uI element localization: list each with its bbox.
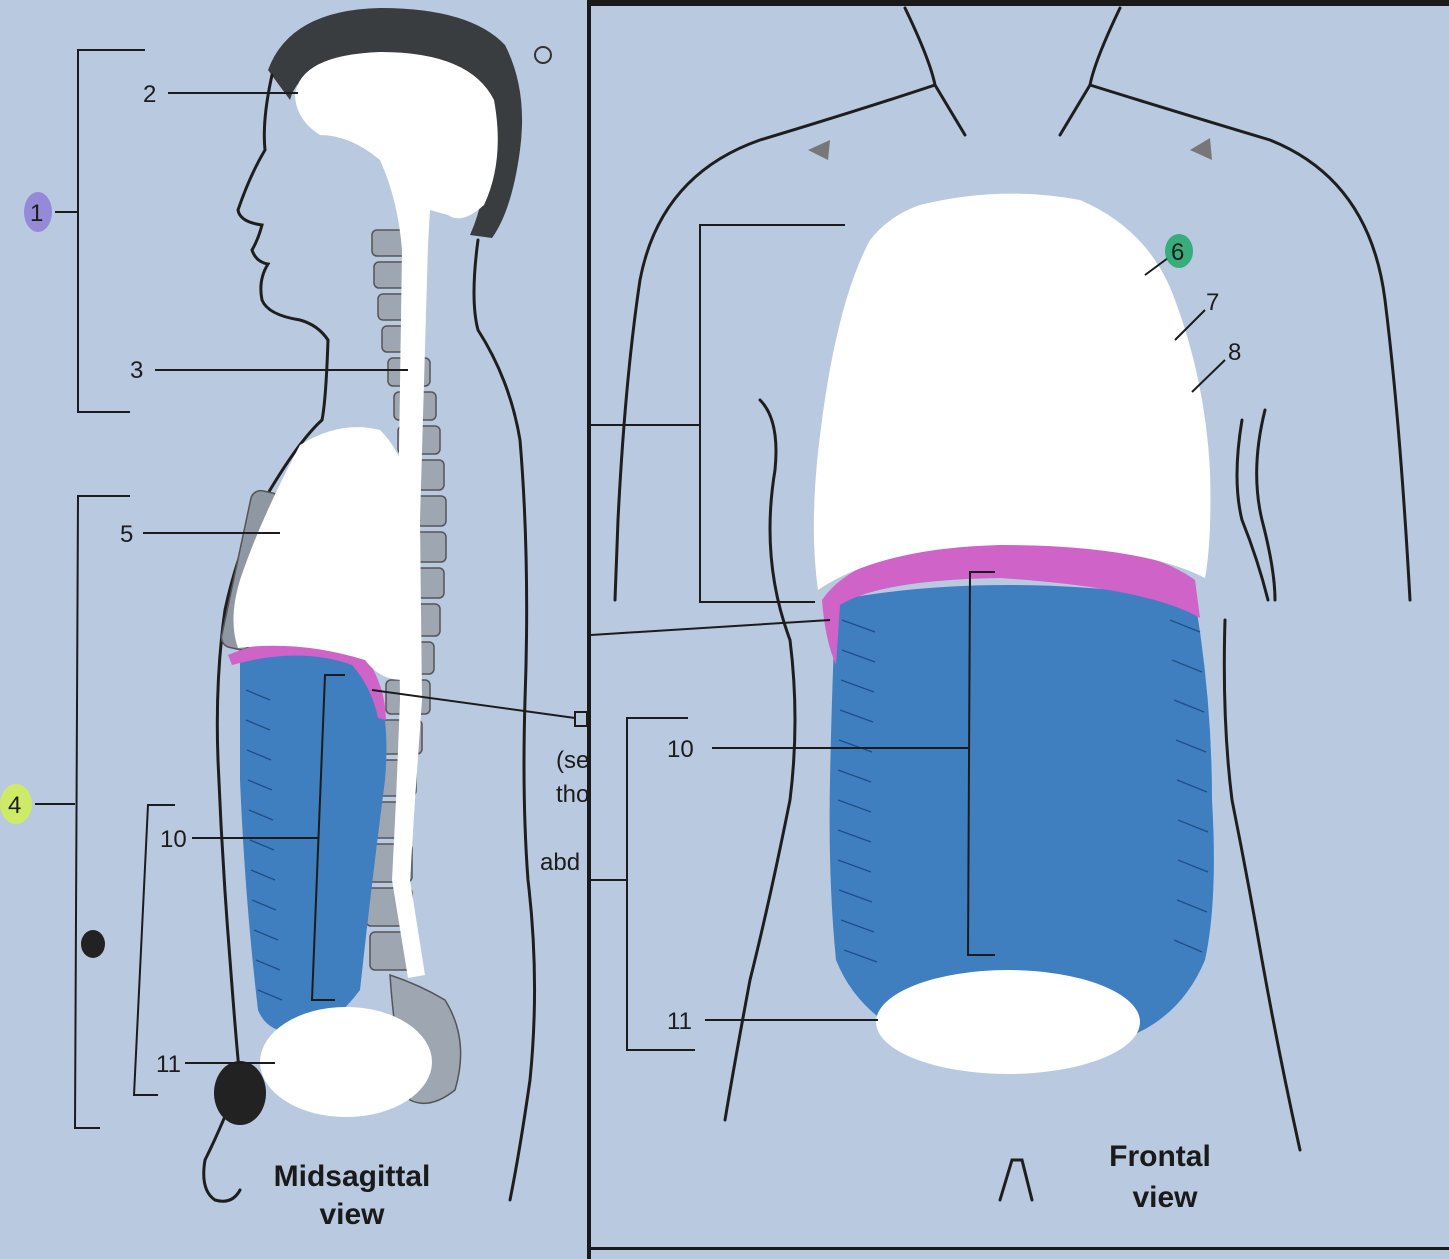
right-inner-arm-outline xyxy=(1235,418,1270,602)
abdominal-cavity-side xyxy=(240,650,387,1033)
frontal-view: 6 7 8 10 11 Frontal view xyxy=(590,6,1412,1214)
label-1: 1 xyxy=(30,200,43,227)
right-shoulder-arm-outline xyxy=(1088,83,1412,602)
right-armpit-outline xyxy=(1255,408,1277,602)
left-clavicle-mark xyxy=(808,140,830,160)
frontal-top-border xyxy=(591,0,1449,6)
label-10-side: 10 xyxy=(160,826,187,853)
right-torso-outline xyxy=(1222,618,1302,1152)
back-outline xyxy=(472,238,537,1202)
label-3: 3 xyxy=(130,357,143,384)
thoracic-cavity-side-covered xyxy=(233,427,417,680)
frontal-bottom-border xyxy=(591,1247,1449,1250)
abdominal-hatching-side xyxy=(245,689,283,1001)
cut-off-box xyxy=(574,711,588,727)
bracket-thoracic-front xyxy=(699,224,845,603)
label-5: 5 xyxy=(120,521,133,548)
pelvic-cavity-front-covered xyxy=(876,970,1140,1074)
highlight-1 xyxy=(24,192,52,232)
label-4: 4 xyxy=(8,792,21,819)
label-8: 8 xyxy=(1228,339,1241,366)
label-2: 2 xyxy=(143,81,156,108)
face-profile-outline xyxy=(236,73,330,422)
diaphragm-front xyxy=(822,538,1200,665)
panel-divider xyxy=(587,0,591,1259)
left-torso-outline xyxy=(723,398,797,1122)
frontal-caption-line2: view xyxy=(1132,1181,1198,1214)
abdominal-cavity-front xyxy=(829,585,1214,1053)
leader-7 xyxy=(1174,309,1206,341)
text-fragment-abd: abd xyxy=(540,849,580,876)
label-7: 7 xyxy=(1206,289,1219,316)
diaphragm-side xyxy=(228,638,386,720)
bracket-1 xyxy=(77,49,145,413)
bracket-4 xyxy=(73,495,130,1129)
neck-right-outline xyxy=(1058,6,1122,137)
highlight-4 xyxy=(0,784,32,824)
leader-6 xyxy=(1144,257,1169,276)
pubic-hair xyxy=(214,1061,266,1125)
midsagittal-caption-line2: view xyxy=(319,1198,385,1231)
label-10-front: 10 xyxy=(667,736,694,763)
midsagittal-view: 1 2 3 4 5 10 11 (se tho abd Midsagittal … xyxy=(0,8,589,1231)
highlight-6 xyxy=(1165,234,1193,268)
neck-left-outline xyxy=(903,6,967,137)
brain-spinal-cord-covered xyxy=(295,52,498,978)
label-11-front: 11 xyxy=(667,1008,692,1035)
abdominal-inner-bracket-side xyxy=(310,674,345,1001)
pelvic-cavity-side-covered xyxy=(260,1007,432,1117)
leader-diaphragm-front xyxy=(590,619,831,636)
right-clavicle-mark xyxy=(1190,138,1212,160)
decorative-circle xyxy=(534,46,552,64)
front-outline xyxy=(215,418,324,1082)
ink-dot xyxy=(81,930,105,958)
thoracic-cavity-front-covered xyxy=(813,193,1211,591)
pubic-mark xyxy=(998,1158,1034,1202)
label-11-side: 11 xyxy=(156,1051,181,1078)
text-fragment-se: (se xyxy=(556,747,589,774)
leg-outline xyxy=(202,1078,242,1203)
frontal-caption-line1: Frontal xyxy=(1109,1140,1211,1173)
left-shoulder-arm-outline xyxy=(613,83,937,602)
midsagittal-caption-line1: Midsagittal xyxy=(274,1160,431,1193)
abdominal-inner-bracket-front xyxy=(966,571,995,956)
text-fragment-tho: tho xyxy=(556,781,589,808)
bracket-abdominopelvic-side xyxy=(132,804,175,1096)
abdominal-hatching-front xyxy=(837,619,1209,963)
hair-shape xyxy=(268,8,523,238)
leader-diaphragm-side xyxy=(371,689,576,719)
leader-8 xyxy=(1191,359,1226,393)
label-6: 6 xyxy=(1171,239,1184,266)
bracket-abdominopelvic-front xyxy=(626,717,695,1051)
